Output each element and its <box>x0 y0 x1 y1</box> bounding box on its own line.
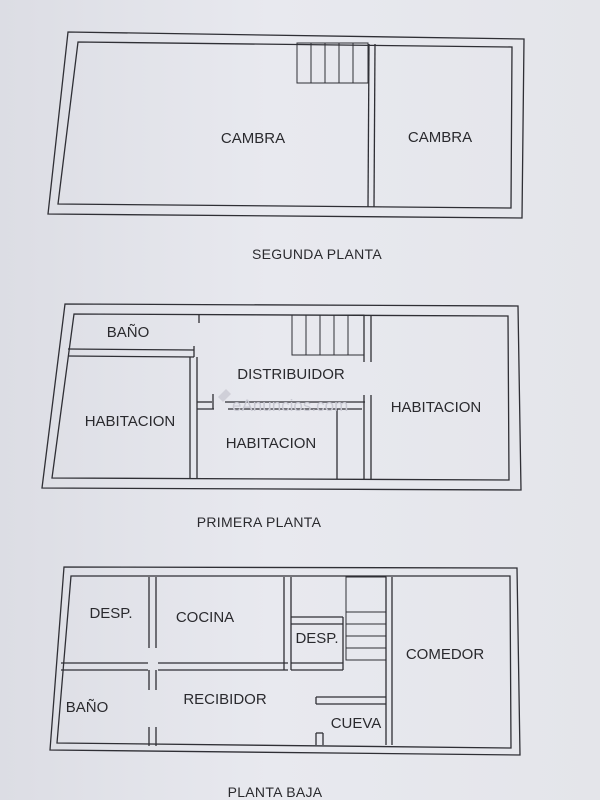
room-label-cambra: CAMBRA <box>221 130 285 147</box>
wall-bano <box>67 355 195 358</box>
segunda-planta-inner-wall <box>57 41 513 209</box>
planta-baja-inner-wall <box>56 575 512 749</box>
primera-planta-stairs <box>291 314 365 356</box>
segunda-planta-partition <box>367 43 370 208</box>
room-label-cocina: COCINA <box>176 609 234 626</box>
wall-bano <box>67 348 195 351</box>
room-label-distribuidor: DISTRIBUIDOR <box>237 366 345 383</box>
segunda-planta-stairs <box>296 42 369 84</box>
primera-planta-plan: BAÑO DISTRIBUIDOR HABITACION HABITACION … <box>41 303 522 530</box>
watermark-text: eAnuncios.com <box>232 396 348 415</box>
room-label-desp: DESP. <box>89 605 132 622</box>
floor-title-segunda-planta: SEGUNDA PLANTA <box>252 246 382 262</box>
room-label-cueva: CUEVA <box>331 715 382 732</box>
room-label-recibidor: RECIBIDOR <box>183 691 267 708</box>
floor-title-planta-baja: PLANTA BAJA <box>228 784 323 800</box>
watermark: eAnuncios.com <box>218 389 348 415</box>
room-label-bano: BAÑO <box>66 699 109 716</box>
room-label-habitacion: HABITACION <box>391 399 482 416</box>
segunda-planta-partition <box>373 43 376 208</box>
planta-baja-outer-wall <box>49 566 521 756</box>
room-label-desp: DESP. <box>295 630 338 647</box>
segunda-planta-outer-wall <box>47 31 525 219</box>
watermark-logo-icon <box>218 389 231 402</box>
planta-baja-stairs <box>345 576 387 661</box>
floor-title-primera-planta: PRIMERA PLANTA <box>197 514 322 530</box>
room-label-cambra: CAMBRA <box>408 129 472 146</box>
room-label-habitacion: HABITACION <box>226 435 317 452</box>
planta-baja-plan: DESP. COCINA DESP. COMEDOR BAÑO RECIBIDO… <box>49 566 521 800</box>
segunda-planta-plan: CAMBRA CAMBRA SEGUNDA PLANTA <box>47 31 525 262</box>
room-label-bano: BAÑO <box>107 324 150 341</box>
room-label-habitacion: HABITACION <box>85 413 176 430</box>
room-label-comedor: COMEDOR <box>406 646 485 663</box>
primera-planta-outer-wall <box>41 303 522 491</box>
